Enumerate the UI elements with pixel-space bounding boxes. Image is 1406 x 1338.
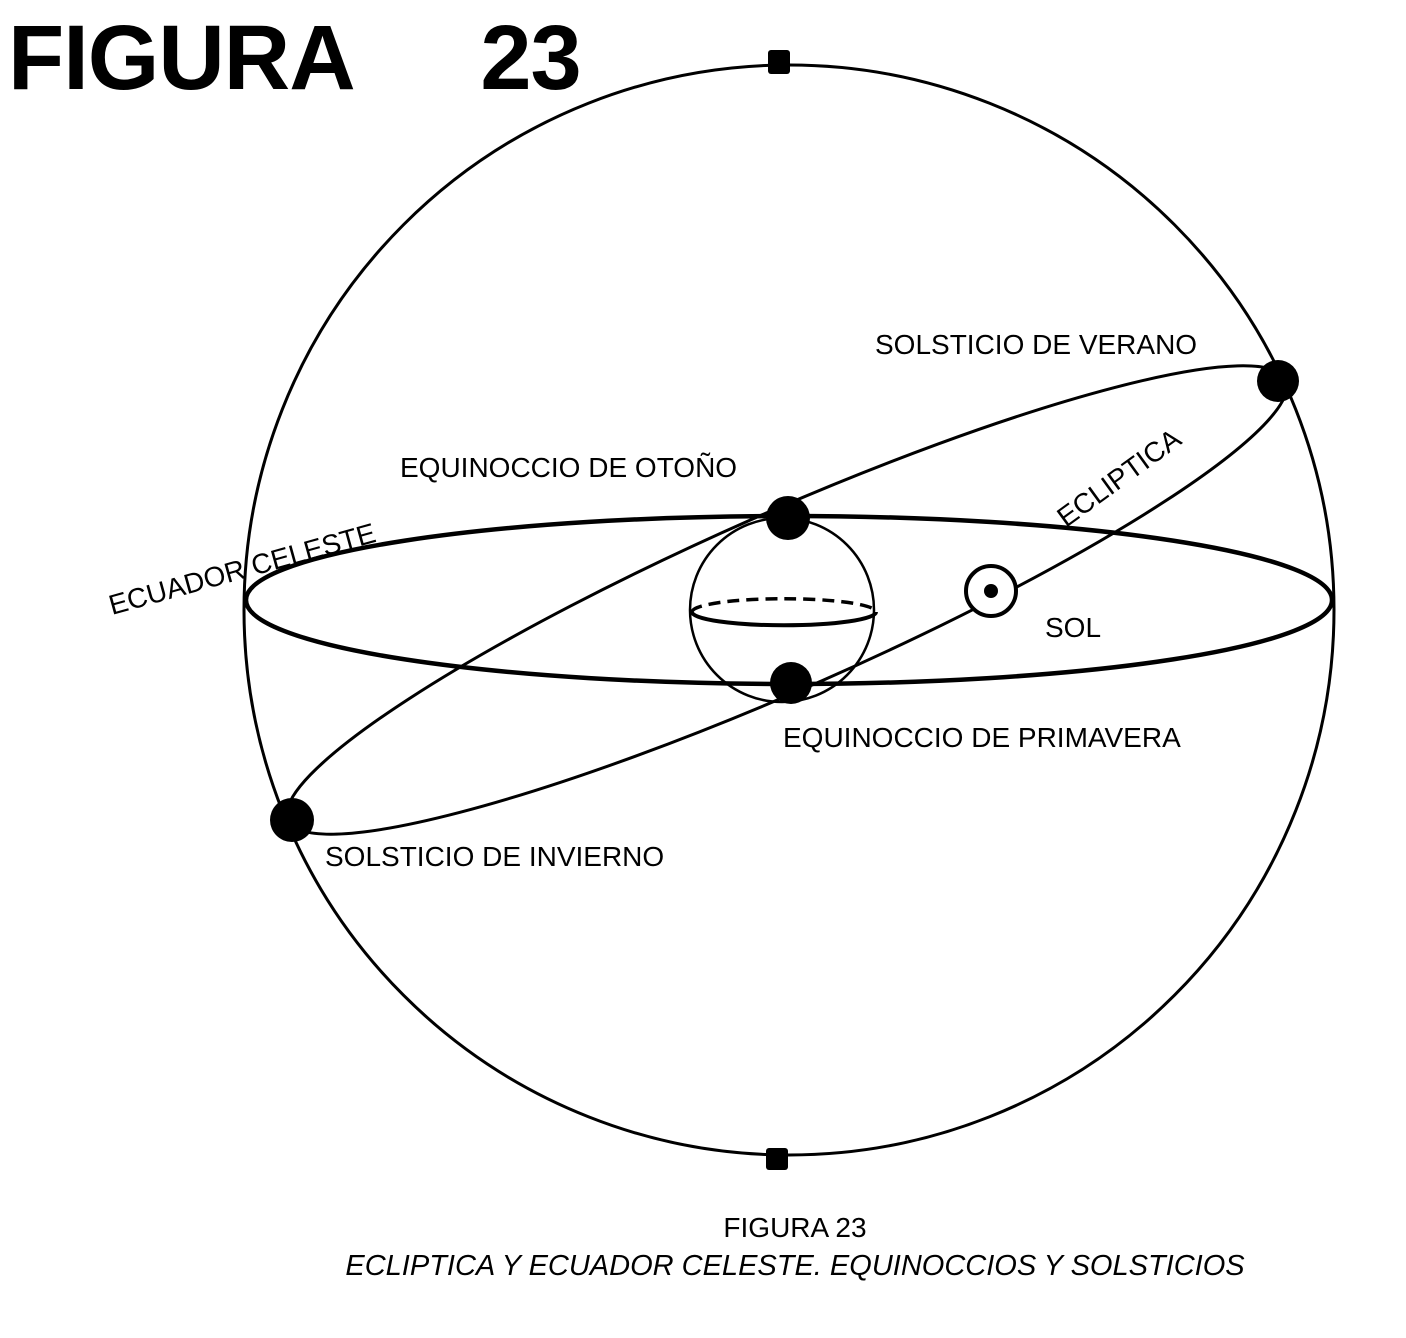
ecuador-celeste-label: ECUADOR CELESTE — [105, 517, 379, 620]
celestial-sphere-outline — [242, 63, 1336, 1157]
equinoccio-otono-label: EQUINOCCIO DE OTOÑO — [400, 452, 737, 483]
sol-label: SOL — [1045, 612, 1101, 643]
figure-heading: FIGURA 23 — [8, 7, 582, 109]
equinoccio-primavera-label: EQUINOCCIO DE PRIMAVERA — [783, 722, 1181, 753]
south-pole-marker — [766, 1148, 788, 1170]
solsticio-verano-point — [1257, 360, 1299, 402]
caption-figure-number: FIGURA 23 — [723, 1212, 867, 1243]
sun-symbol-dot — [984, 584, 998, 598]
solsticio-invierno-label: SOLSTICIO DE INVIERNO — [325, 841, 664, 872]
solsticio-verano-label: SOLSTICIO DE VERANO — [875, 329, 1197, 360]
earth-equator-front — [690, 611, 878, 628]
north-pole-marker — [768, 50, 790, 74]
ecliptica-label: ECLIPTICA — [1051, 423, 1187, 533]
equinoccio-primavera-point — [770, 662, 812, 704]
equinoccio-otono-point — [766, 496, 810, 540]
caption-description: ECLIPTICA Y ECUADOR CELESTE. EQUINOCCIOS… — [345, 1250, 1245, 1282]
solsticio-invierno-point — [270, 798, 314, 842]
earth-equator-back — [690, 596, 878, 613]
